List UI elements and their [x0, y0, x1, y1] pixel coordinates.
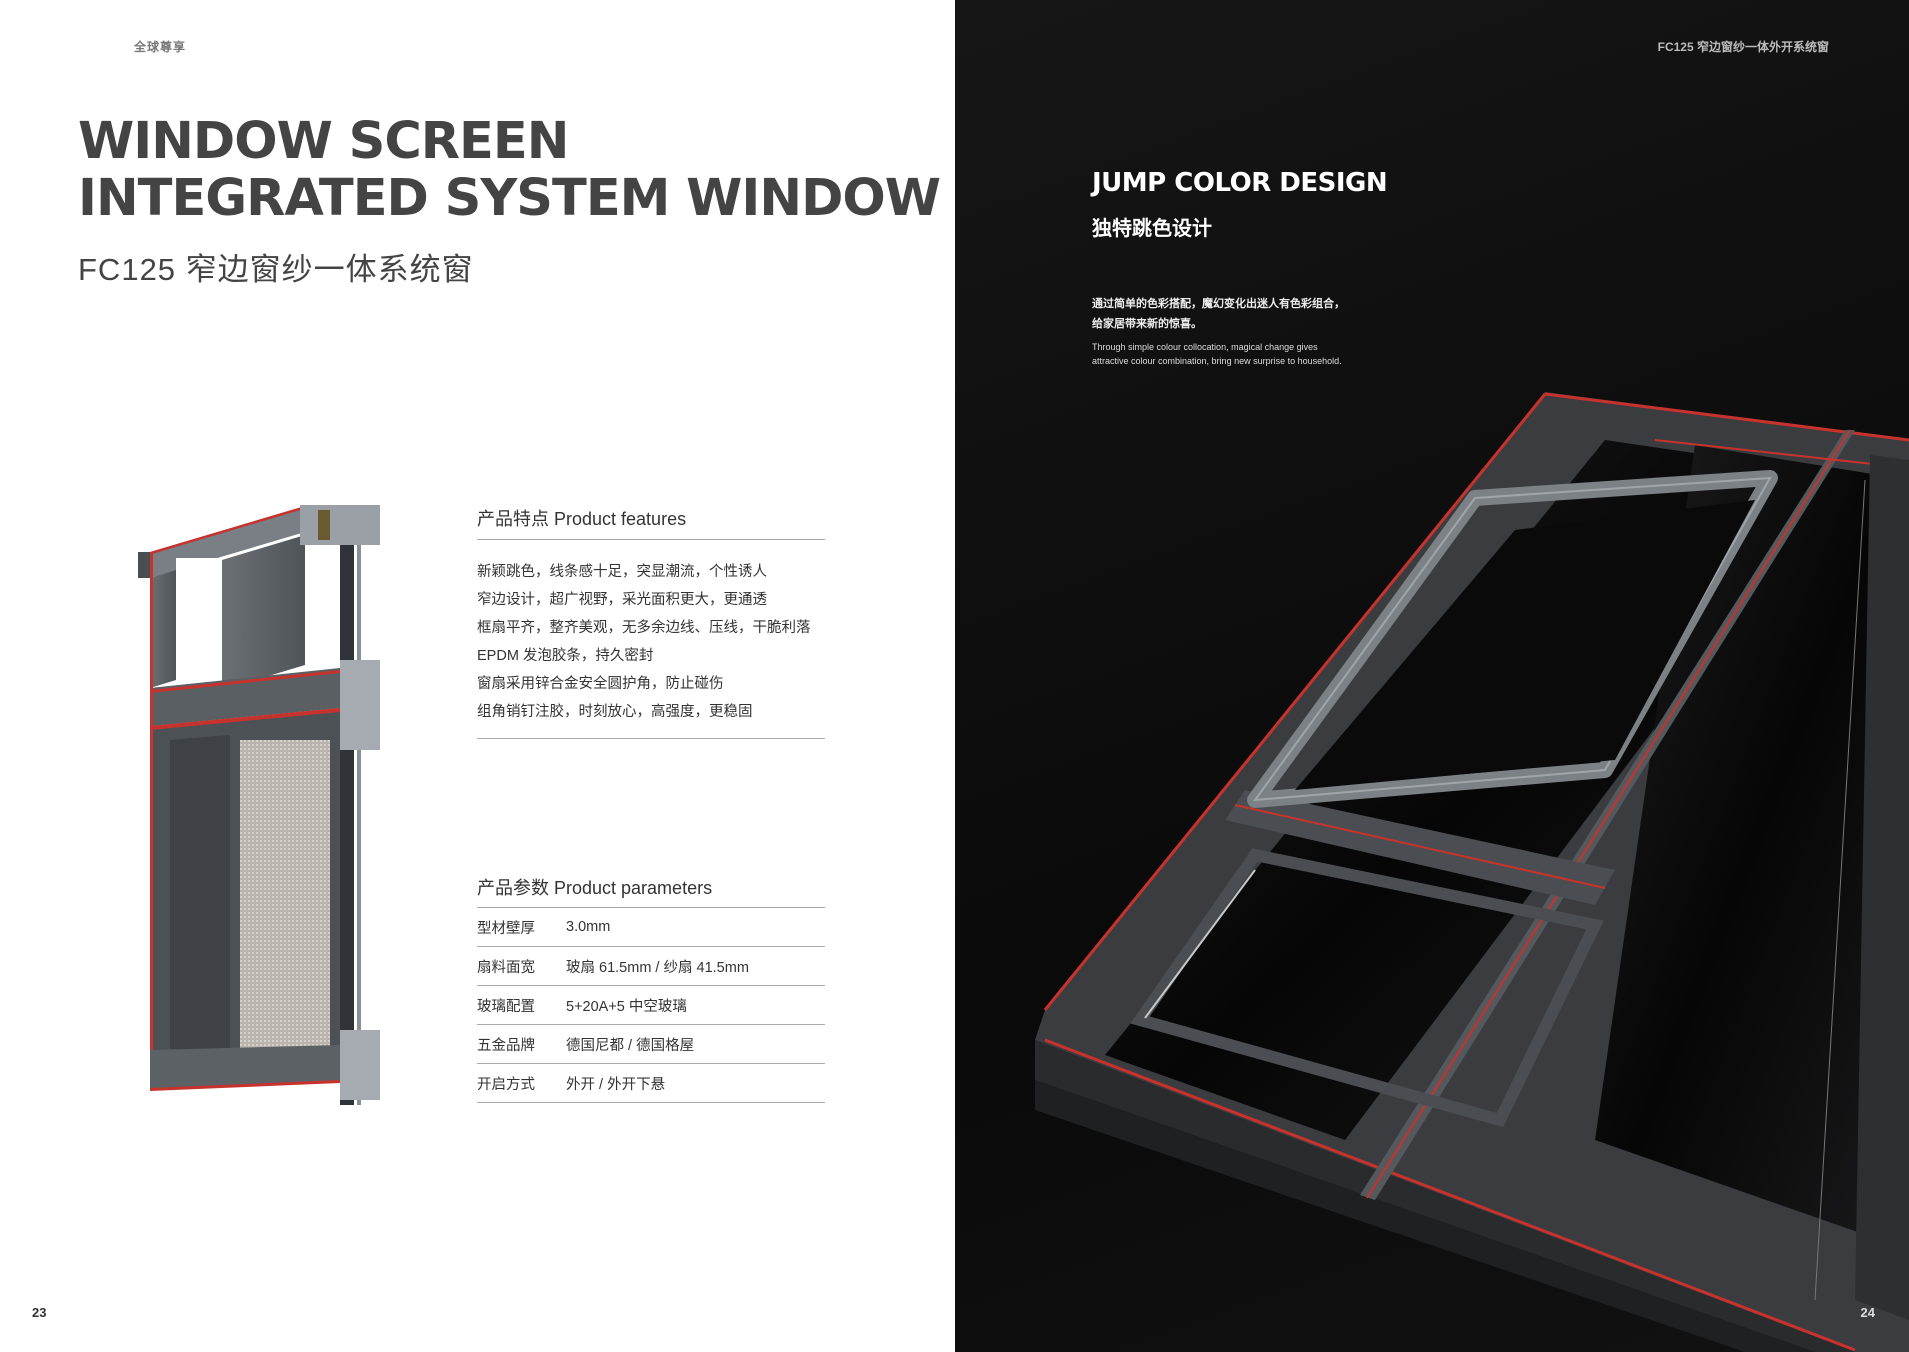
features-list: 新颖跳色，线条感十足，突显潮流，个性诱人 窄边设计，超广视野，采光面积更大，更通… — [477, 558, 811, 726]
param-value: 外开 / 外开下悬 — [566, 1063, 825, 1103]
window-section-illustration — [138, 505, 380, 1105]
param-label: 型材壁厚 — [477, 908, 566, 947]
param-label: 五金品牌 — [477, 1024, 566, 1064]
parameters-heading: 产品参数 Product parameters — [477, 878, 713, 898]
param-label: 玻璃配置 — [477, 985, 566, 1025]
feature-item: 框扇平齐，整齐美观，无多余边线、压线，干脆利落 — [477, 620, 811, 636]
feature-item: 组角销钉注胶，时刻放心，高强度，更稳固 — [477, 704, 753, 720]
param-label: 扇料面宽 — [477, 946, 566, 986]
feature-title: JUMP COLOR DESIGN — [1092, 168, 1388, 198]
window-frame-render — [1035, 392, 1909, 1352]
page-subtitle: FC125 窄边窗纱一体系统窗 — [78, 252, 474, 287]
param-value: 德国尼都 / 德国格屋 — [566, 1024, 825, 1064]
feature-item: EPDM 发泡胶条，持久密封 — [477, 648, 654, 664]
brand-label: 全球尊享 — [134, 40, 187, 54]
parameters-rule-top — [477, 907, 825, 908]
page-number-right: 24 — [1860, 1305, 1875, 1320]
table-row: 型材壁厚 3.0mm — [477, 908, 825, 947]
param-value: 玻扇 61.5mm / 纱扇 41.5mm — [566, 946, 825, 986]
features-rule-bottom — [477, 738, 825, 739]
parameters-table: 型材壁厚 3.0mm 扇料面宽 玻扇 61.5mm / 纱扇 41.5mm 玻璃… — [477, 908, 825, 1103]
desc-en-line-1: Through simple colour collocation, magic… — [1092, 342, 1318, 352]
feature-item: 新颖跳色，线条感十足，突显潮流，个性诱人 — [477, 564, 767, 580]
table-row: 扇料面宽 玻扇 61.5mm / 纱扇 41.5mm — [477, 946, 825, 986]
features-rule-top — [477, 539, 825, 540]
left-page: 全球尊享 WINDOW SCREEN INTEGRATED SYSTEM WIN… — [32, 40, 942, 1320]
feature-description-en: Through simple colour collocation, magic… — [1092, 340, 1392, 368]
table-row: 开启方式 外开 / 外开下悬 — [477, 1063, 825, 1103]
right-page: FC125 窄边窗纱一体外开系统窗 — [955, 0, 1909, 1352]
right-page-header: FC125 窄边窗纱一体外开系统窗 — [1657, 40, 1829, 54]
desc-en-line-2: attractive colour combination, bring new… — [1092, 356, 1342, 366]
param-label: 开启方式 — [477, 1063, 566, 1103]
table-row: 玻璃配置 5+20A+5 中空玻璃 — [477, 985, 825, 1025]
feature-item: 窄边设计，超广视野，采光面积更大，更通透 — [477, 592, 767, 608]
desc-cn-line-2: 给家居带来新的惊喜。 — [1092, 318, 1202, 330]
param-value: 3.0mm — [566, 908, 825, 947]
feature-description-cn: 通过简单的色彩搭配，魔幻变化出迷人有色彩组合， 给家居带来新的惊喜。 — [1092, 294, 1345, 334]
table-row: 五金品牌 德国尼都 / 德国格屋 — [477, 1024, 825, 1064]
feature-item: 窗扇采用锌合金安全圆护角，防止碰伤 — [477, 676, 724, 692]
page-title: WINDOW SCREEN INTEGRATED SYSTEM WINDOW — [78, 112, 941, 228]
param-value: 5+20A+5 中空玻璃 — [566, 985, 825, 1025]
page-number-left: 23 — [32, 1305, 47, 1320]
feature-title-cn: 独特跳色设计 — [1092, 218, 1212, 240]
features-heading: 产品特点 Product features — [477, 509, 687, 529]
desc-cn-line-1: 通过简单的色彩搭配，魔幻变化出迷人有色彩组合， — [1092, 298, 1345, 310]
title-line-1: WINDOW SCREEN — [78, 112, 569, 171]
title-line-2: INTEGRATED SYSTEM WINDOW — [78, 169, 941, 228]
